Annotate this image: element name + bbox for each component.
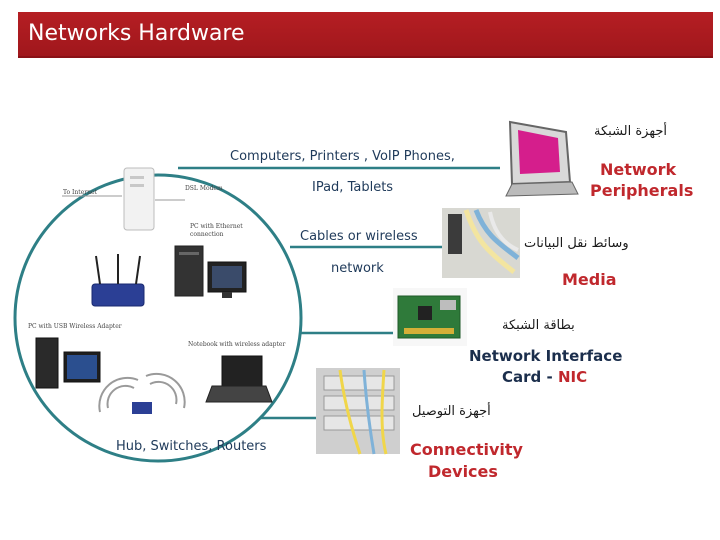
connectivity-rack-image [316,368,400,455]
slide-title: Networks Hardware [28,21,245,46]
monitor-icon [207,261,247,298]
nic-english-line1: Network Interface [469,347,623,365]
notebook-label: Notebook with wireless adapter [188,341,285,348]
connectivity-english-line2: Devices [428,462,498,481]
home-network-illustration [35,167,273,414]
hub-switches-routers-label: Hub, Switches, Routers [116,439,267,454]
media-examples-line2: network [331,261,384,276]
dsl-modem-label: DSL Modem [185,185,223,192]
usb-adapter-icon [132,402,152,414]
nic-english-line2: Card - NIC [502,368,587,386]
peripherals-examples-line1: Computers, Printers , VoIP Phones, [230,149,455,164]
notebook-icon [205,355,273,403]
pc-usb-label: PC with USB Wireless Adapter [28,323,122,330]
to-internet-label: To Internet [63,189,98,196]
nic-arabic-label: بطاقة الشبكة [502,318,575,333]
nic-card-image [393,288,467,346]
diagram-small-labels: To Internet DSL Modem PC with Ethernet c… [28,185,285,348]
media-cables-image [442,208,520,278]
connectivity-arabic-label: أجهزة التوصيل [412,404,491,419]
wireless-waves-icon [98,372,186,413]
peripherals-arabic-label: أجهزة الشبكة [594,124,667,139]
connectivity-english-line1: Connectivity [410,440,523,459]
peripherals-examples-line2: IPad, Tablets [312,180,394,195]
media-examples-line1: Cables or wireless [300,229,418,244]
network-circle [13,173,303,463]
usb-pc-icon [35,337,101,389]
title-bar: Networks Hardware [18,12,713,58]
peripherals-english-line1: Network [600,160,677,179]
desktop-pc-icon [174,245,204,297]
nic-card-prefix: Card - [502,368,558,386]
pc-ethernet-label-1: PC with Ethernet [190,223,243,230]
nic-abbreviation: NIC [557,368,588,386]
pc-ethernet-label-2: connection [190,231,224,238]
peripherals-english-line2: Peripherals [590,181,694,200]
wireless-router-icon [91,254,145,307]
media-english-label: Media [562,270,617,289]
peripherals-image [502,116,579,197]
media-arabic-label: وسائط نقل البيانات [524,236,629,251]
dsl-modem-icon [123,167,155,231]
